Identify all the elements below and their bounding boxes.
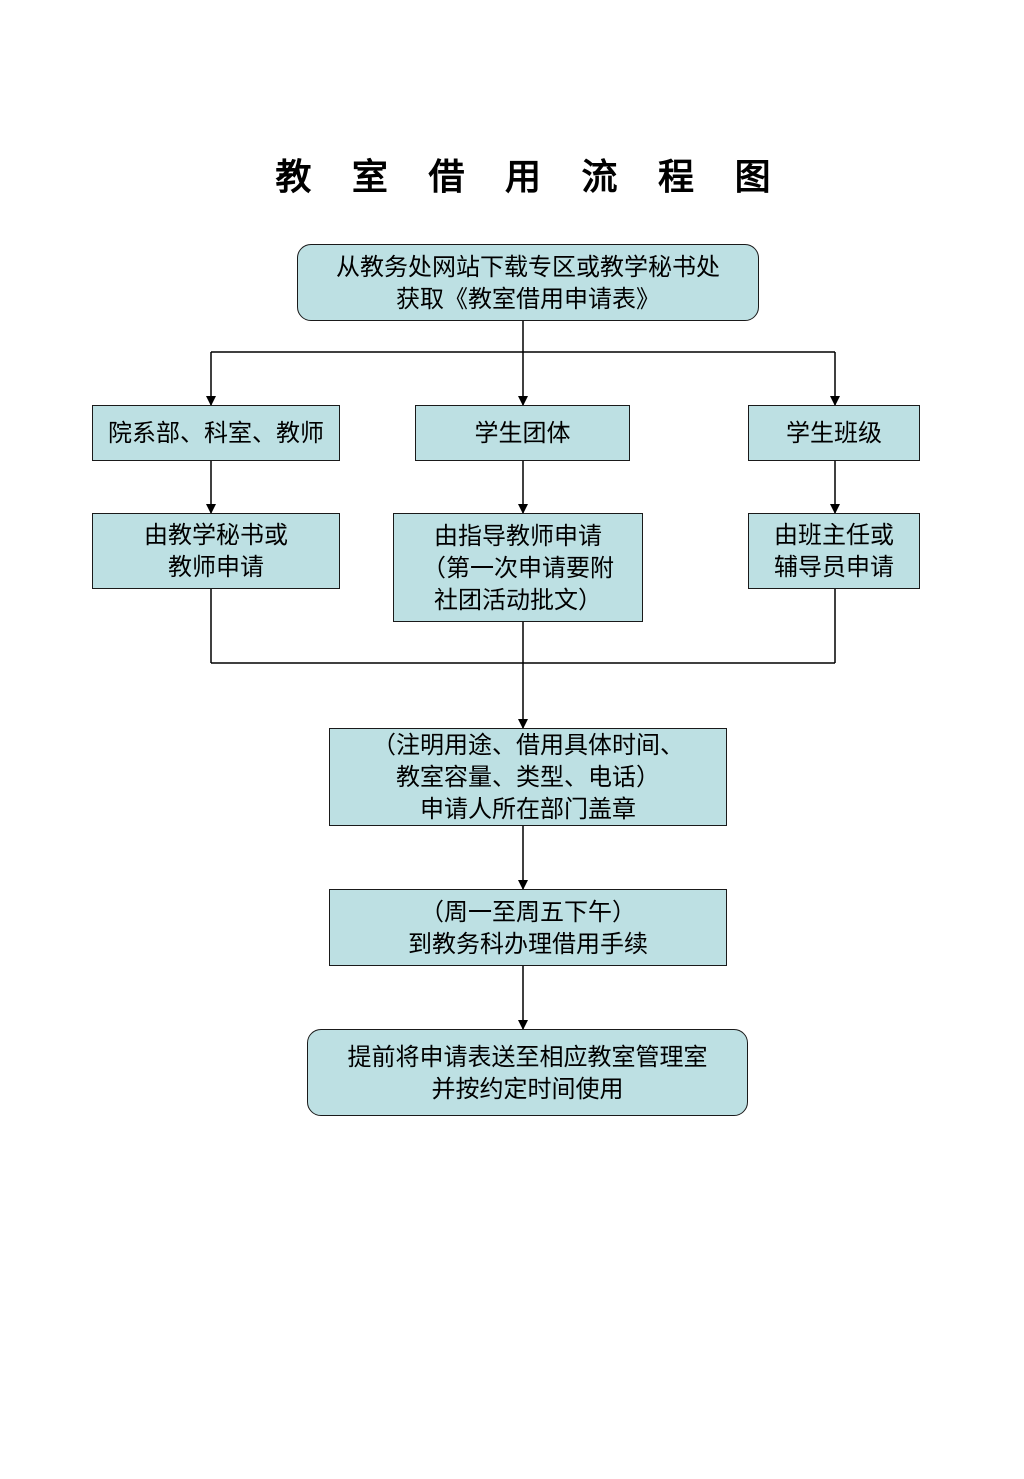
node-text-line: （注明用途、借用具体时间、 <box>372 731 684 759</box>
node-text-line: 辅导员申请 <box>774 553 894 581</box>
final-node: 提前将申请表送至相应教室管理室并按约定时间使用 <box>307 1029 748 1116</box>
class-apply-node: 由班主任或辅导员申请 <box>748 513 920 589</box>
node-text-line: 社团活动批文） <box>434 585 602 614</box>
node-text-line: 获取《教室借用申请表》 <box>396 284 660 313</box>
group-node: 学生团体 <box>415 405 630 461</box>
node-text-line: 提前将申请表送至相应教室管理室 <box>347 1042 708 1071</box>
group-apply-node: 由指导教师申请 （第一次申请要附社团活动批文） <box>393 513 643 622</box>
node-text-line: 并按约定时间使用 <box>431 1074 624 1103</box>
procedure-node: （周一至周五下午） 到教务科办理借用手续 <box>329 889 727 966</box>
node-text-line: 由教学秘书或 <box>144 521 288 549</box>
node-text-line: 教室容量、类型、电话） <box>396 763 660 791</box>
node-text-line: 到教务科办理借用手续 <box>408 929 648 958</box>
node-text-line: 教师申请 <box>168 553 264 581</box>
dept-node: 院系部、科室、教师 <box>92 405 340 461</box>
node-text-line: 学生团体 <box>474 419 571 447</box>
start-node: 从教务处网站下载专区或教学秘书处获取《教室借用申请表》 <box>297 244 759 321</box>
node-text-line: 学生班级 <box>786 419 882 447</box>
node-text-line: 从教务处网站下载专区或教学秘书处 <box>336 252 720 281</box>
dept-apply-node: 由教学秘书或教师申请 <box>92 513 340 589</box>
stamp-node: （注明用途、借用具体时间、教室容量、类型、电话） 申请人所在部门盖章 <box>329 728 727 826</box>
node-text-line: 院系部、科室、教师 <box>108 419 324 447</box>
node-text-line: （第一次申请要附 <box>422 553 614 582</box>
class-node: 学生班级 <box>748 405 920 461</box>
node-text-line: 由指导教师申请 <box>434 521 602 550</box>
node-text-line: 由班主任或 <box>774 521 894 549</box>
node-text-line: （周一至周五下午） <box>420 897 636 926</box>
page-title: 教 室 借 用 流 程 图 <box>275 157 785 198</box>
node-text-line: 申请人所在部门盖章 <box>420 795 636 823</box>
